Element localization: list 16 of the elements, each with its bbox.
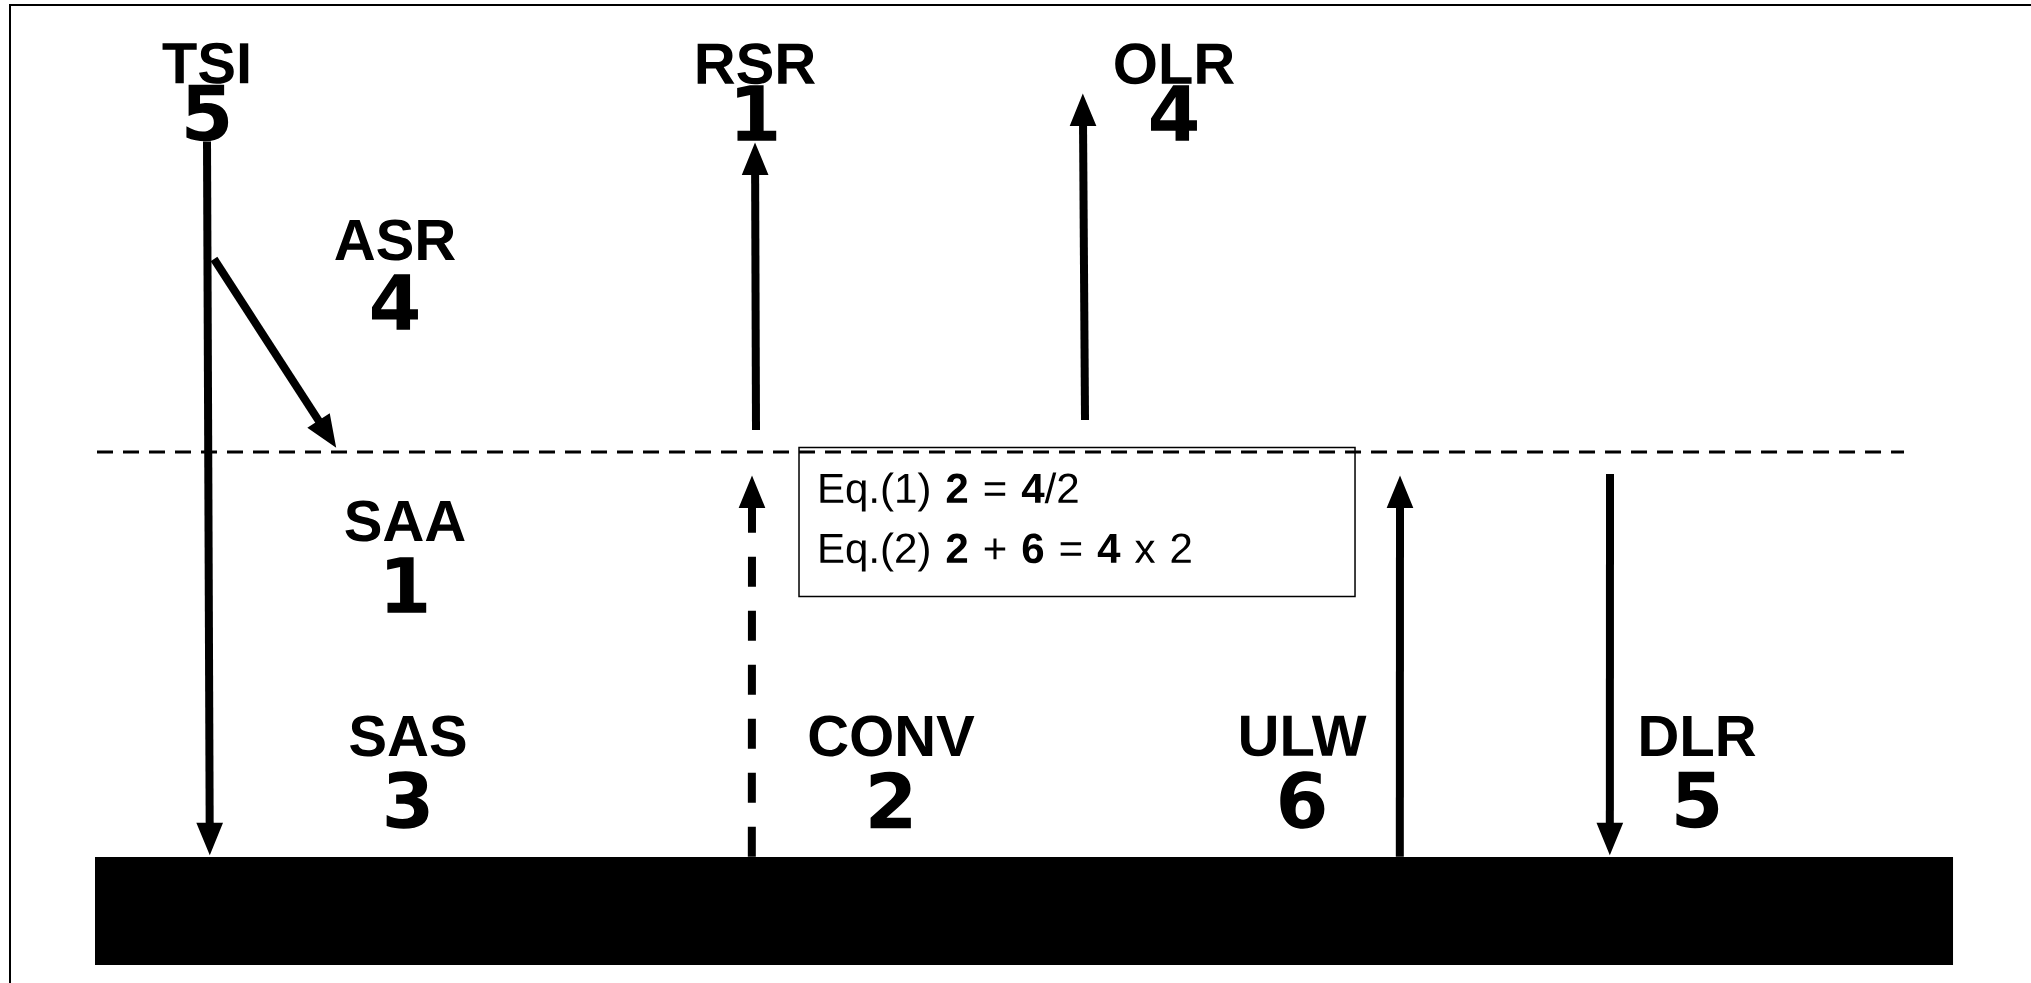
flux-label: TSI 5	[162, 42, 249, 142]
flux-value: 1	[387, 557, 427, 613]
flux-value: 2	[870, 771, 911, 829]
flux-name: ASR	[335, 219, 456, 261]
flux-name: ULW	[1241, 715, 1367, 757]
flux-name: SAS	[350, 715, 466, 757]
flux-name: CONV	[809, 715, 975, 757]
surface-bar	[95, 857, 1954, 965]
flux-value: 4	[372, 274, 418, 330]
flux-name: SAA	[345, 500, 465, 542]
flux-label: RSR 1	[697, 43, 816, 141]
flux-label: OLR 4	[1115, 43, 1235, 141]
equation-box: Eq.(1) 2 = 4/2 Eq.(2) 2 + 6 = 4 x 2	[798, 446, 1356, 598]
flux-name: DLR	[1641, 716, 1756, 756]
flux-value: 6	[1280, 771, 1325, 829]
flux-value: 5	[1676, 771, 1719, 829]
